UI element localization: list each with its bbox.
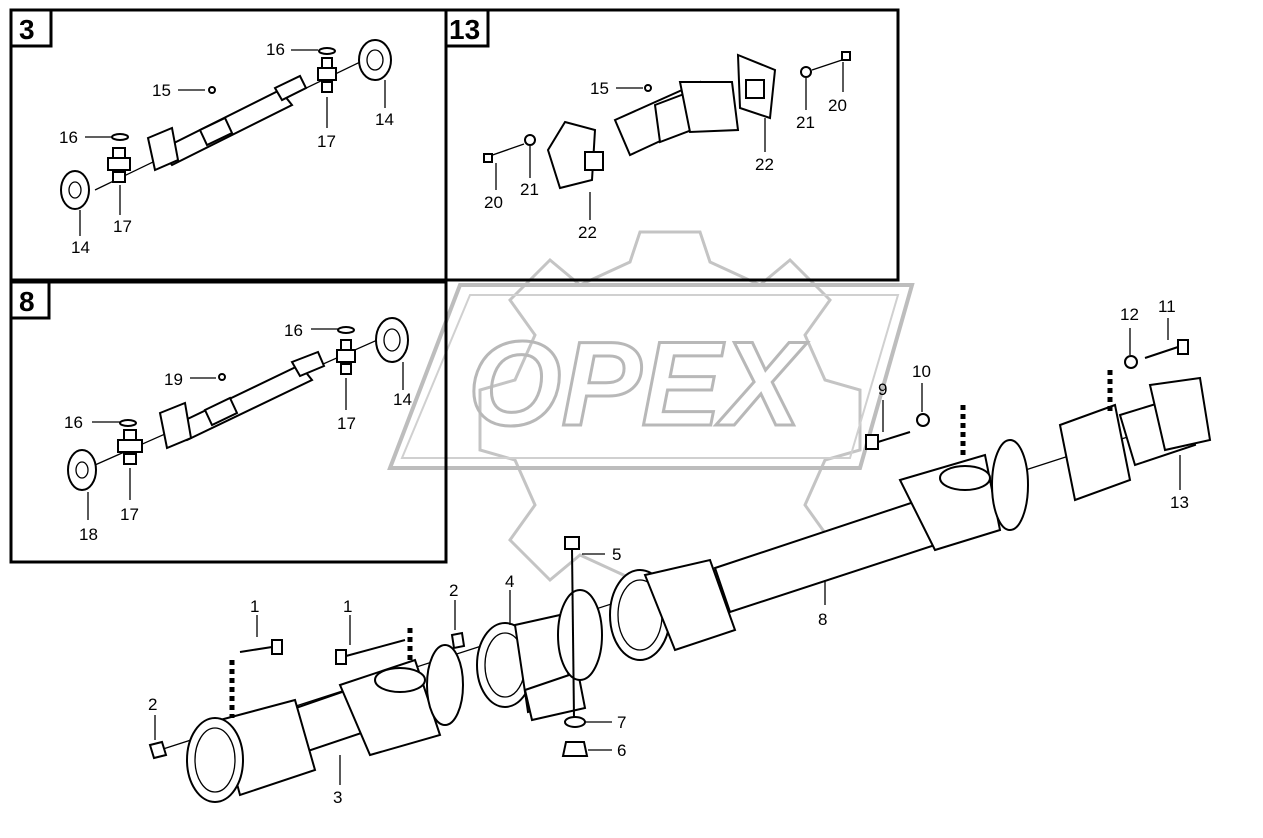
callout-label: 13	[1170, 493, 1189, 512]
callout-label: 19	[164, 370, 183, 389]
opex-watermark: OPEX	[387, 230, 915, 610]
callout-label: 14	[393, 390, 412, 409]
callout-label: 12	[1120, 305, 1139, 324]
inset-8: 8	[9, 280, 448, 564]
callout-label: 18	[79, 525, 98, 544]
callout-label: 14	[375, 110, 394, 129]
callout-label: 15	[152, 81, 171, 100]
inset-8-shaft	[67, 317, 409, 520]
callout-label: 2	[148, 695, 157, 714]
callout-label: 6	[617, 741, 626, 760]
callout-label: 21	[796, 113, 815, 132]
callout-label: 9	[878, 380, 887, 399]
callout-label: 15	[590, 79, 609, 98]
watermark-frame-inner	[400, 294, 900, 459]
watermark-frame	[387, 283, 915, 470]
inset-13: 13	[444, 8, 900, 282]
callout-label: 21	[520, 180, 539, 199]
callout-label: 20	[828, 96, 847, 115]
callout-label: 22	[578, 223, 597, 242]
watermark-text: OPEX	[468, 317, 808, 451]
inset-8-number: 8	[19, 286, 35, 317]
callout-label: 5	[612, 545, 621, 564]
callout-label: 11	[1158, 297, 1176, 316]
inset-13-shaft	[483, 51, 851, 220]
callout-label: 22	[755, 155, 774, 174]
callout-label: 7	[617, 713, 626, 732]
callout-label: 8	[818, 610, 827, 629]
callout-label: 17	[337, 414, 356, 433]
callout-label: 14	[71, 238, 90, 257]
main-drive-shaft	[148, 318, 1212, 803]
callout-label: 4	[505, 572, 514, 591]
callout-label: 16	[284, 321, 303, 340]
callout-label: 3	[333, 788, 342, 807]
callout-label: 16	[59, 128, 78, 147]
callout-label: 1	[250, 597, 259, 616]
callout-label: 17	[317, 132, 336, 151]
callout-label: 16	[266, 40, 285, 59]
callout-label: 17	[113, 217, 132, 236]
inset-3-number: 3	[19, 14, 35, 45]
callout-label: 17	[120, 505, 139, 524]
callout-labels: 16 15 16 17 14 17 14 15 20 21 22 20 21 2…	[59, 40, 1189, 807]
inset-13-number: 13	[449, 14, 480, 45]
callout-label: 10	[912, 362, 931, 381]
callout-label: 16	[64, 413, 83, 432]
inset-3-shaft	[60, 39, 392, 236]
callout-label: 2	[449, 581, 458, 600]
callout-label: 20	[484, 193, 503, 212]
callout-label: 1	[343, 597, 352, 616]
